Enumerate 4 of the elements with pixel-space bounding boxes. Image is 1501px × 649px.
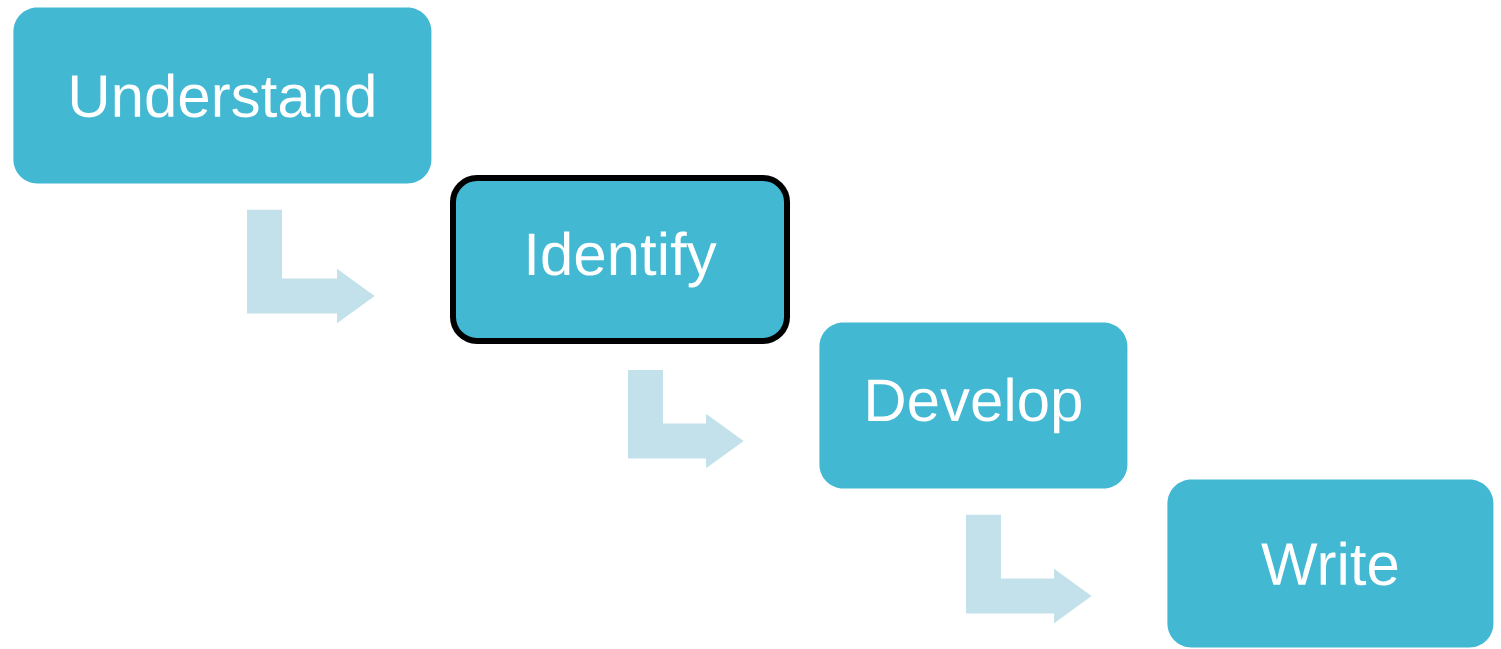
process-box: Understand: [13, 7, 432, 184]
process-box: Identify: [450, 175, 790, 344]
process-box: Develop: [819, 322, 1128, 489]
process-box: Write: [1167, 479, 1494, 648]
